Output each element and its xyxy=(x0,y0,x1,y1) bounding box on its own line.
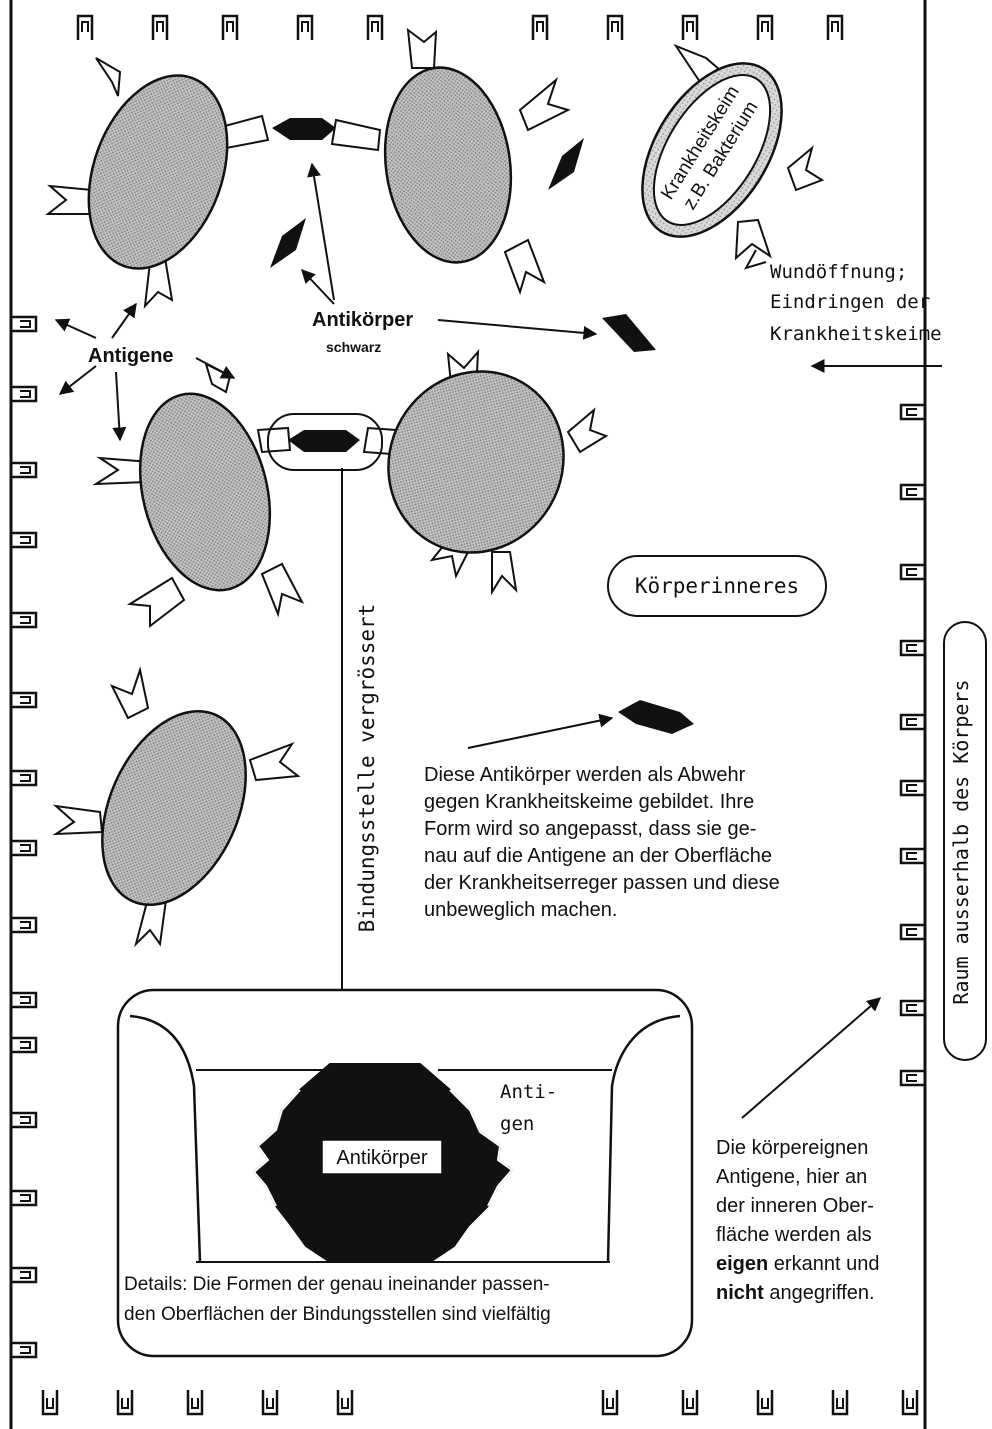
own-antigens-line: eigen erkannt und xyxy=(716,1250,879,1279)
own-antigens-line-rest: erkannt und xyxy=(768,1253,879,1275)
cell-lower-left xyxy=(56,670,298,944)
antibody-free-1 xyxy=(270,218,306,268)
own-antigens-line: Die körpereignen xyxy=(716,1134,879,1163)
antibody-title: Antikörper xyxy=(312,309,413,331)
description-line: unbeweglich machen. xyxy=(424,897,780,924)
wound-line-2: Eindringen der xyxy=(770,291,930,313)
cell-top-middle xyxy=(332,30,568,292)
detail-antigen-label-1: Anti- xyxy=(500,1081,557,1103)
antibody-description: Diese Antikörper werden als Abwehr gegen… xyxy=(424,762,780,924)
antibody-subtitle: schwarz xyxy=(326,339,381,355)
cell-middle-left xyxy=(96,364,302,626)
antigens-label: Antigene xyxy=(88,345,174,367)
description-line: der Krankheitserreger passen und diese xyxy=(424,870,780,897)
top-surface-antigens xyxy=(78,16,842,40)
cell-top-left xyxy=(48,56,268,306)
antibody-free-3 xyxy=(602,314,656,352)
description-line: Form wird so angepasst, dass sie ge- xyxy=(424,816,780,843)
own-antigens-line: Antigene, hier an xyxy=(716,1163,879,1192)
antibody-free-4 xyxy=(618,700,694,734)
cell-middle-right xyxy=(356,339,606,592)
left-surface-antigens xyxy=(12,317,36,1357)
antibody-free-2 xyxy=(548,138,584,190)
antibody-bound-top xyxy=(272,118,336,140)
not-emphasis: nicht xyxy=(716,1282,764,1304)
bottom-surface-antigens xyxy=(43,1390,917,1414)
wound-line-1: Wundöffnung; xyxy=(770,261,907,283)
description-line: gegen Krankheitskeime gebildet. Ihre xyxy=(424,789,780,816)
own-emphasis: eigen xyxy=(716,1253,768,1275)
right-surface-antigens xyxy=(901,405,925,1085)
own-antigens-line: fläche werden als xyxy=(716,1221,879,1250)
wound-line-3: Krankheitskeime xyxy=(770,323,942,345)
own-antigens-line: der inneren Ober- xyxy=(716,1192,879,1221)
body-interior-label: Körperinneres xyxy=(635,574,799,598)
description-line: Diese Antikörper werden als Abwehr xyxy=(424,762,780,789)
details-line: Details: Die Formen der genau ineinander… xyxy=(124,1270,551,1300)
description-line: nau auf die Antigene an der Oberfläche xyxy=(424,843,780,870)
own-antigens-line-rest: angegriffen. xyxy=(764,1282,875,1304)
own-antigens-line: nicht angegriffen. xyxy=(716,1279,879,1308)
outside-body-label: Raum ausserhalb des Körpers xyxy=(949,679,973,1004)
details-caption: Details: Die Formen der genau ineinander… xyxy=(124,1270,551,1330)
own-antigens-description: Die körpereignen Antigene, hier an der i… xyxy=(716,1134,879,1308)
detail-antigen-label-2: gen xyxy=(500,1113,534,1135)
detail-antibody-label: Antikörper xyxy=(336,1147,427,1169)
details-line: den Oberflächen der Bindungsstellen sind… xyxy=(124,1300,551,1330)
binding-site-label: Bindungsstelle vergrössert xyxy=(355,604,379,933)
